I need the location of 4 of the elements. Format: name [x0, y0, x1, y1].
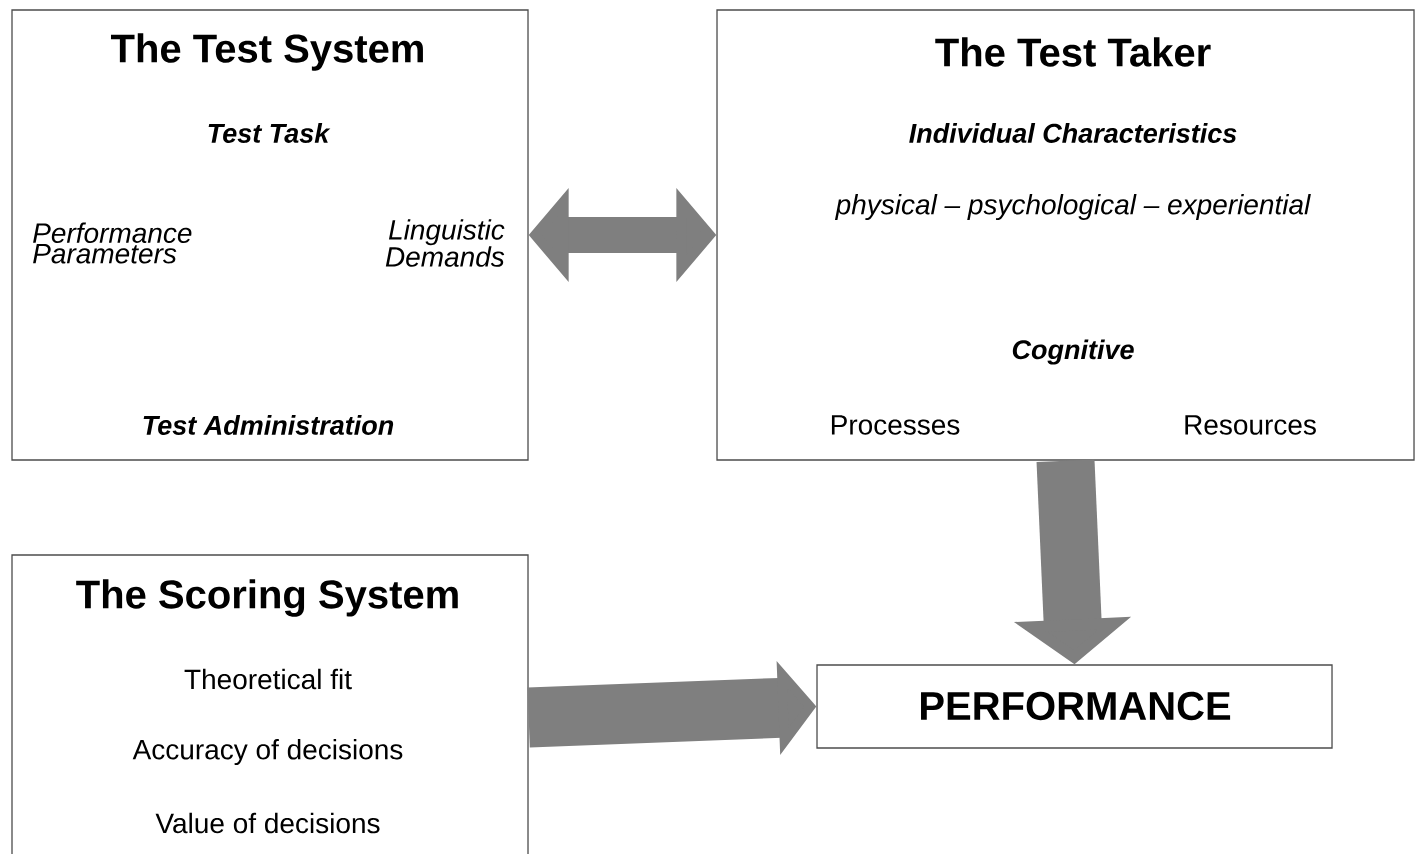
- result-box: PERFORMANCE: [816, 664, 1333, 749]
- text-box: The Scoring System Theoretical fit Accuracy of decisions Value of decisions: [11, 554, 529, 854]
- text-box: The Test Taker Individual Characteristics physical – psychological – experiential Cognitive Processes Resources: [716, 9, 1415, 461]
- text-box: The Test System Test Task Performance Parameters Linguistic Demands Test Administration: [11, 9, 529, 461]
